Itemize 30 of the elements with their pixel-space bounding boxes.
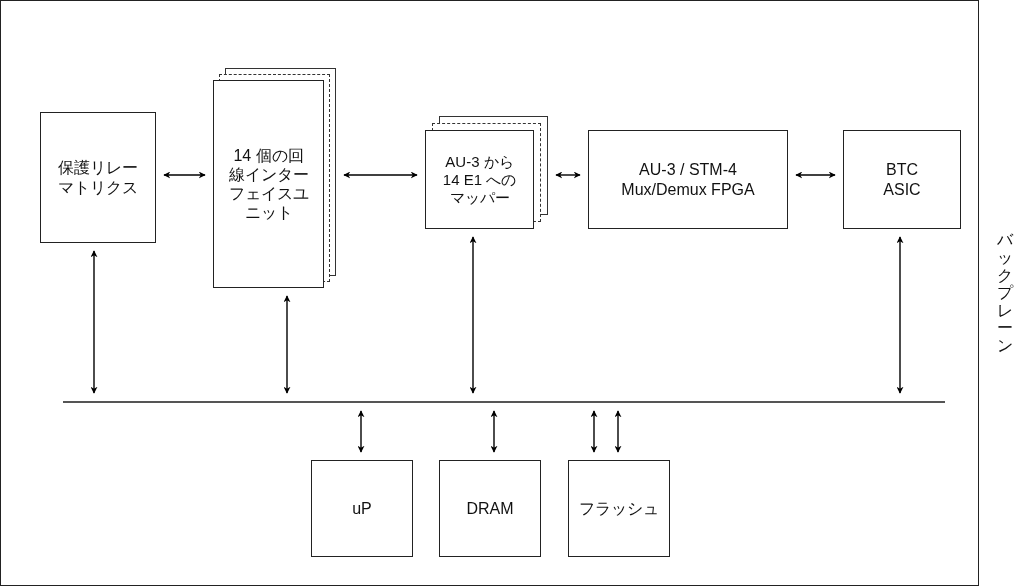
block-box	[843, 130, 961, 229]
block-box	[588, 130, 788, 229]
arrow	[795, 171, 836, 179]
block-label: uP	[352, 498, 372, 519]
block-label: BTC ASIC	[882, 160, 922, 199]
arrow	[357, 410, 365, 453]
backplane-label: バックプレーン	[997, 231, 1013, 355]
block-box	[311, 460, 413, 557]
arrow	[896, 236, 904, 394]
block-box	[40, 112, 156, 243]
block-label: AU-3 / STM-4 Mux/Demux FPGA	[620, 160, 756, 199]
arrow	[163, 171, 206, 179]
block-label: AU-3 から 14 E1 へのマッパー	[441, 152, 518, 207]
block-label: 保護リレーマトリクス	[57, 158, 139, 197]
block-label: フラッシュ	[579, 498, 659, 519]
block-label: DRAM	[466, 498, 514, 519]
block-box	[568, 460, 670, 557]
block-label: 14 個の回線インターフェイスユニット	[227, 145, 310, 223]
arrow	[590, 410, 598, 453]
block-box	[213, 80, 324, 288]
arrow	[614, 410, 622, 453]
arrow	[469, 236, 477, 394]
arrow	[283, 295, 291, 394]
arrow	[555, 171, 581, 179]
arrow	[343, 171, 418, 179]
block-box	[425, 130, 534, 229]
bus-line	[63, 401, 945, 403]
arrow	[490, 410, 498, 453]
arrow	[90, 250, 98, 394]
block-box	[439, 460, 541, 557]
